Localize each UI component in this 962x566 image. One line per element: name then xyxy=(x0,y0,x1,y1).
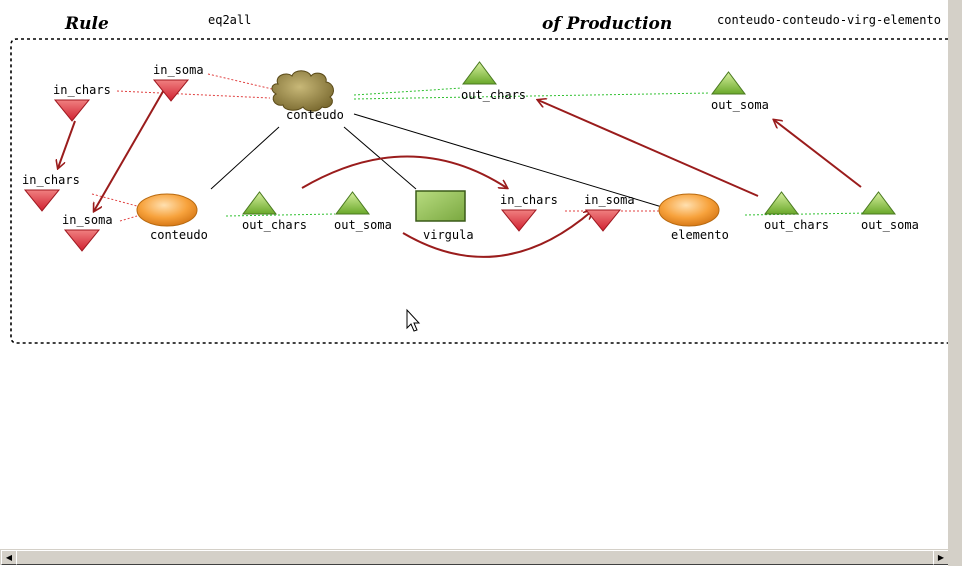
label-lhs-conteudo: conteudo xyxy=(286,108,344,122)
scrollbar-corner xyxy=(948,548,962,566)
mouse-pointer-icon xyxy=(406,308,421,332)
rule-label: Rule xyxy=(65,14,109,34)
production-name: conteudo-conteudo-virg-elemento xyxy=(717,13,941,27)
rule-name: eq2all xyxy=(208,13,252,27)
node-out-chars-rhs xyxy=(242,191,277,215)
label-elemento: elemento xyxy=(671,228,729,242)
vertical-scrollbar-track[interactable] xyxy=(948,0,962,548)
production-label: of Production xyxy=(542,14,673,34)
arrow-left-icon: ◀ xyxy=(5,553,13,562)
label-in-chars-2: in_chars xyxy=(500,193,558,207)
label-lhs-in-chars: in_chars xyxy=(53,83,111,97)
horizontal-scrollbar[interactable]: ◀ ▶ xyxy=(0,548,949,565)
node-out-soma-right xyxy=(861,191,896,215)
node-in-soma-top xyxy=(152,79,190,102)
scroll-left-button[interactable]: ◀ xyxy=(1,550,17,565)
label-rhs-in-soma: in_soma xyxy=(62,213,113,227)
label-in-soma-2: in_soma xyxy=(584,193,635,207)
assoc-out-chars xyxy=(353,87,463,96)
diagram-canvas[interactable]: Rule eq2all of Production conteudo-conte… xyxy=(0,0,948,548)
dep-out-soma-up xyxy=(774,120,862,188)
node-in-soma-left xyxy=(63,229,101,252)
label-lhs-out-chars: out_chars xyxy=(461,88,526,102)
label-rhs-out-chars: out_chars xyxy=(242,218,307,232)
label-out-chars-2: out_chars xyxy=(764,218,829,232)
edge-elemento xyxy=(353,113,663,208)
assoc-in-soma xyxy=(207,73,273,90)
arrow-right-icon: ▶ xyxy=(937,553,945,562)
node-out-chars-top xyxy=(462,61,497,85)
label-rhs-out-soma: out_soma xyxy=(334,218,392,232)
dep-in-chars xyxy=(58,120,76,168)
assoc-rhs-in-soma xyxy=(119,215,138,222)
node-elemento xyxy=(658,193,720,227)
label-lhs-in-soma: in_soma xyxy=(153,63,204,77)
label-virgula: virgula xyxy=(423,228,474,242)
assoc-out-soma xyxy=(353,92,711,100)
scroll-right-button[interactable]: ▶ xyxy=(933,550,949,565)
production-frame xyxy=(10,38,948,344)
assoc-elemento-out xyxy=(744,212,871,216)
node-virgula xyxy=(415,190,466,222)
label-lhs-out-soma: out_soma xyxy=(711,98,769,112)
label-rhs-in-chars: in_chars xyxy=(22,173,80,187)
label-rhs-conteudo: conteudo xyxy=(150,228,208,242)
edge-lhs-conteudo xyxy=(210,126,280,190)
node-in-chars-mid xyxy=(500,209,538,232)
assoc-in-chars xyxy=(116,90,271,99)
node-in-soma-mid xyxy=(584,209,622,232)
node-in-chars-left xyxy=(23,189,61,212)
label-out-soma-2: out_soma xyxy=(861,218,919,232)
dep-out-chars-up xyxy=(538,100,759,197)
node-out-soma-top xyxy=(711,71,746,95)
node-conteudo-rhs xyxy=(136,193,198,227)
scrollbar-thumb[interactable] xyxy=(16,550,934,565)
node-in-chars-top xyxy=(53,99,91,122)
attribute-dependency-graph: conteudo in_chars in_soma out_chars out_… xyxy=(10,38,948,344)
lhs-symbol-cloud xyxy=(271,70,334,112)
dep-in-soma xyxy=(94,87,166,211)
node-out-soma-rhs xyxy=(335,191,370,215)
node-out-chars-right xyxy=(764,191,799,215)
dep-out-soma-to-in-soma xyxy=(402,211,592,258)
dep-out-chars-to-in-chars xyxy=(301,155,507,189)
